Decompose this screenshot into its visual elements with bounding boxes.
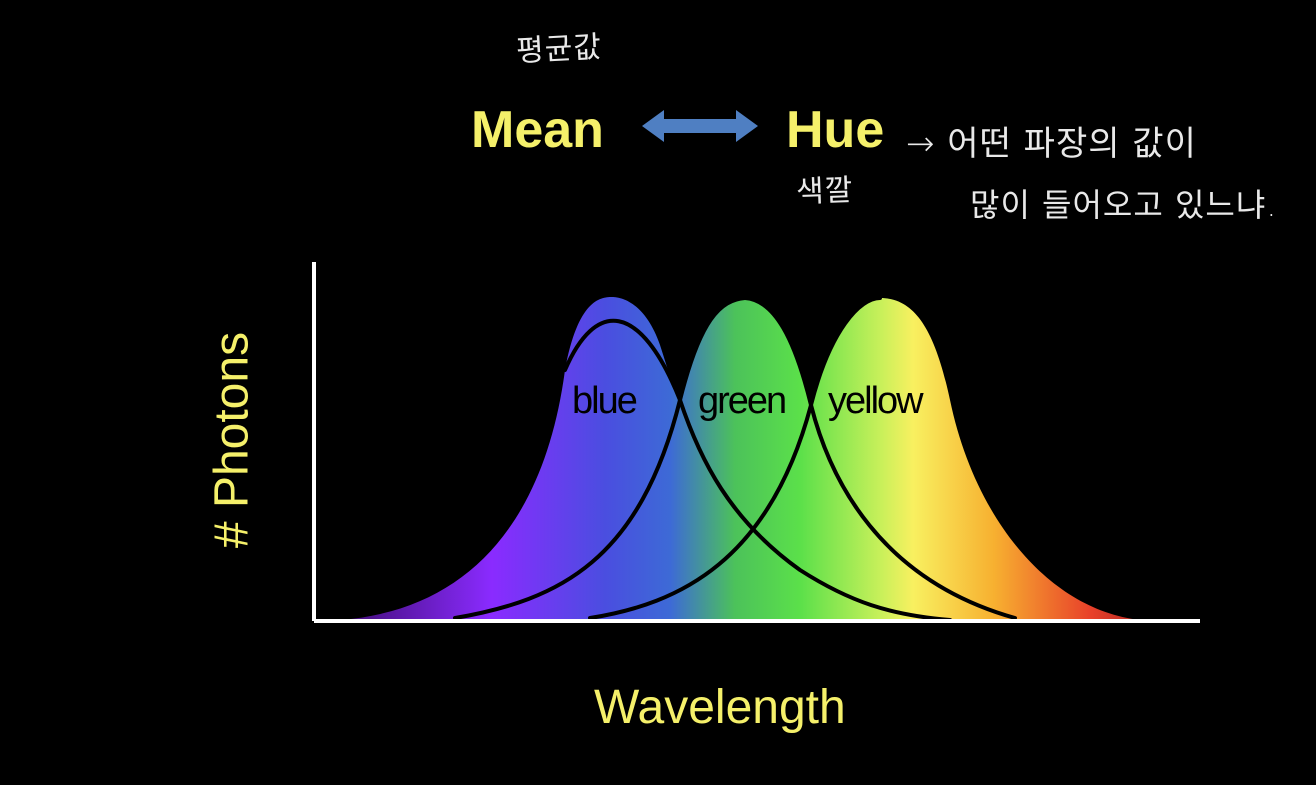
- curve-label-blue: blue: [572, 380, 638, 422]
- double-arrow-icon: [642, 110, 758, 142]
- spectrum-area: [340, 297, 1140, 620]
- green-curve-left: [453, 296, 747, 620]
- handwritten-note-line-1: → 어떤 파장의 값이: [906, 124, 1197, 164]
- blue-curve: [563, 318, 952, 622]
- y-axis-label: # Photons: [205, 331, 259, 549]
- green-curve-right: [743, 296, 1017, 620]
- curve-label-yellow: yellow: [828, 380, 924, 422]
- mean-title: Mean: [471, 101, 604, 159]
- hue-title: Hue: [786, 101, 885, 159]
- x-axis-label: Wavelength: [594, 681, 846, 734]
- handwritten-note-line-2: 많이 들어오고 있느냐.: [970, 186, 1278, 224]
- curve-label-green: green: [698, 380, 787, 422]
- yellow-curve: [588, 296, 882, 620]
